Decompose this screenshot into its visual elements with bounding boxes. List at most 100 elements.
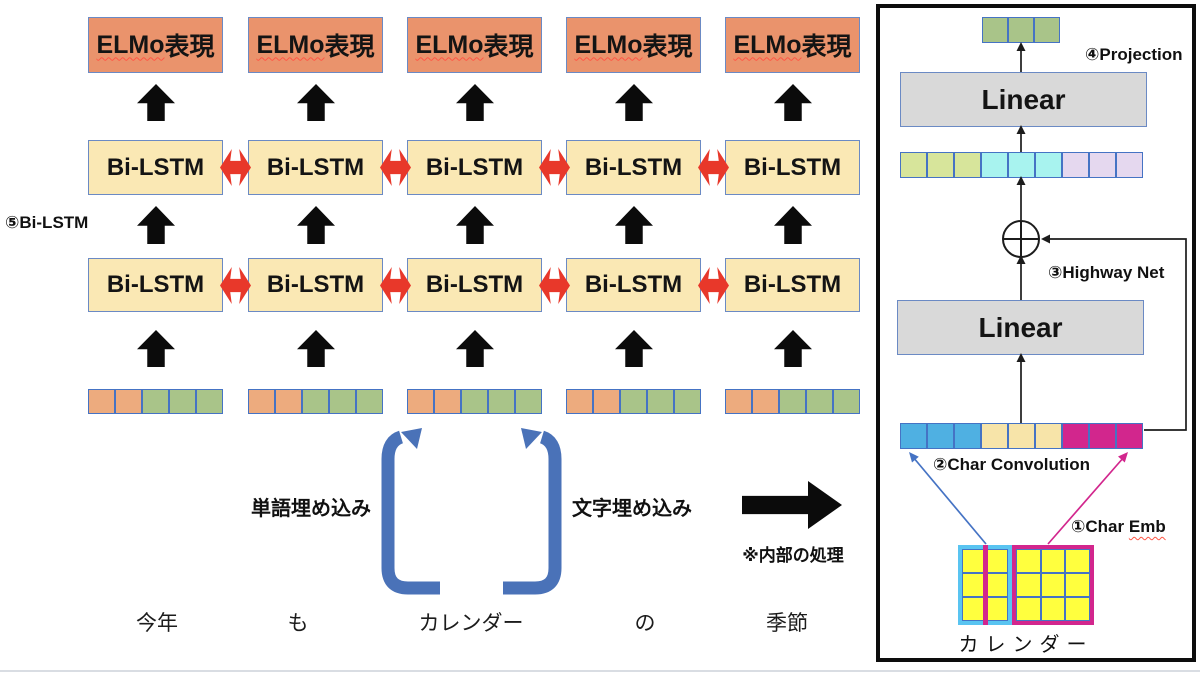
up-arrow-icon [456,206,494,244]
embedding-strip [248,389,383,414]
char-embedding-label: 文字埋め込み [572,498,692,520]
strip-cell [356,389,383,414]
projection-strip [982,17,1060,43]
strip-cell [196,389,223,414]
strip-cell [461,389,488,414]
word-embedding-label: 単語埋め込み [251,498,371,520]
strip-cell [962,549,985,573]
strip-cell [1065,549,1090,573]
char-convolution-label: ②Char Convolution [933,455,1090,474]
strip-cell [1016,573,1041,597]
strip-cell [900,423,927,449]
strip-cell [1089,152,1116,178]
bilstm-box-top: Bi-LSTM [248,140,383,195]
strip-cell [927,152,954,178]
strip-cell [752,389,779,414]
strip-cell [1016,549,1041,573]
embedding-strip [407,389,542,414]
strip-cell [927,423,954,449]
char-convolution-strip [900,423,1143,449]
internal-process-label: ※内部の処理 [742,546,844,565]
up-arrow-icon [456,330,494,367]
up-arrow-icon [774,84,812,121]
word-label: 今年 [136,612,178,635]
strip-cell [954,152,981,178]
char-grid-divider [983,545,988,625]
strip-cell [982,17,1008,43]
strip-cell [1040,549,1066,573]
up-arrow-icon [615,84,653,121]
strip-cell [806,389,833,414]
strip-cell [115,389,142,414]
strip-cell [1116,423,1143,449]
strip-cell [1008,152,1035,178]
embedding-strip [566,389,701,414]
bidirectional-arrow-icon [220,149,251,186]
bilstm-box-bottom: Bi-LSTM [407,258,542,312]
strip-cell [488,389,515,414]
strip-cell [169,389,196,414]
strip-cell [985,573,1008,597]
strip-cell [407,389,434,414]
strip-cell [515,389,542,414]
strip-cell [620,389,647,414]
bottom-divider [0,670,1200,672]
strip-cell [142,389,169,414]
internal-process-arrow-icon [742,481,842,529]
up-arrow-icon [137,84,175,121]
projection-label: ④Projection [1085,45,1183,64]
bilstm-box-top: Bi-LSTM [407,140,542,195]
bilstm-box-bottom: Bi-LSTM [88,258,223,312]
strip-cell [779,389,806,414]
linear-box-bottom: Linear [897,300,1144,355]
bilstm-box-bottom: Bi-LSTM [725,258,860,312]
strip-cell [647,389,674,414]
bilstm-box-top: Bi-LSTM [88,140,223,195]
strip-cell [1062,423,1089,449]
word-label: 季節 [766,612,808,635]
highway-output-strip [900,152,1143,178]
linear-box-top: Linear [900,72,1147,127]
char-embedding-arrow-icon [503,430,562,595]
strip-cell [434,389,461,414]
highway-label: ③Highway Net [1048,263,1165,282]
strip-cell [985,597,1008,621]
strip-cell [302,389,329,414]
strip-cell [1008,423,1035,449]
embedding-strip [725,389,860,414]
strip-cell [725,389,752,414]
char-emb-label: ①Char Emb [1071,517,1166,536]
strip-cell [1016,597,1041,621]
up-arrow-icon [615,330,653,367]
up-arrow-icon [137,330,175,367]
up-arrow-icon [297,330,335,367]
strip-cell [981,423,1008,449]
strip-cell [1062,152,1089,178]
strip-cell [1008,17,1034,43]
word-embedding-arrowhead-icon [401,428,422,449]
strip-cell [566,389,593,414]
strip-cell [900,152,927,178]
strip-cell [1040,573,1066,597]
up-arrow-icon [456,84,494,121]
strip-cell [962,573,985,597]
strip-cell [88,389,115,414]
up-arrow-icon [297,206,335,244]
word-label: カレンダー [418,612,524,635]
strip-cell [248,389,275,414]
strip-cell [1034,17,1060,43]
strip-cell [1089,423,1116,449]
strip-cell [1116,152,1143,178]
bilstm-stack-label: ⑤Bi-LSTM [5,213,89,232]
strip-cell [329,389,356,414]
strip-cell [962,597,985,621]
char-embedding-arrowhead-icon [521,428,542,449]
elmo-box-label-ja: 表現 [164,33,215,61]
strip-cell [1040,597,1066,621]
